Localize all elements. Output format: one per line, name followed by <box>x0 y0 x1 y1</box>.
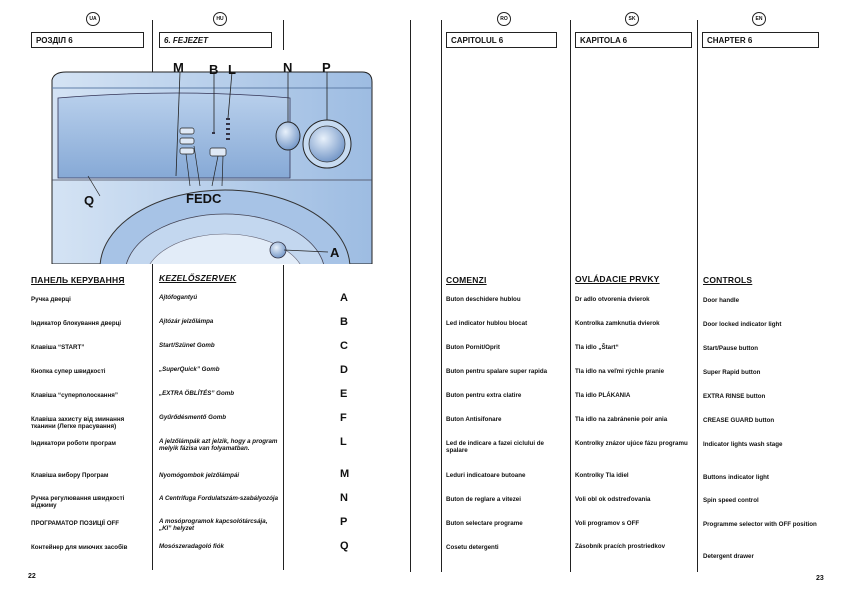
list-item: Buton deschidere hublou <box>446 296 521 303</box>
list-item: Door locked indicator light <box>703 321 782 328</box>
list-item: Buttons indicator light <box>703 474 769 481</box>
callout-b: B <box>209 62 219 77</box>
column-rule <box>697 20 698 572</box>
list-item: Buton Antisifonare <box>446 416 502 423</box>
page-number-left: 22 <box>28 573 36 580</box>
list-item: Ajtózár jelzőlámpa <box>159 318 214 325</box>
list-item: A Centrifuga Fordulatszám-szabályozója <box>159 495 279 502</box>
list-item: Buton Pornit/Oprit <box>446 344 500 351</box>
list-item: Ajtófogantyú <box>159 294 198 301</box>
list-item: Leduri indicatoare butoane <box>446 472 526 479</box>
chapter-header-en: CHAPTER 6 <box>702 32 819 48</box>
column-rule <box>570 20 571 572</box>
list-item: Ручка дверці <box>31 296 71 303</box>
chapter-header-sk: KAPITOLA 6 <box>575 32 692 48</box>
list-item: Клавіша захисту від зминання тканини (Ле… <box>31 416 125 430</box>
chapter-header-ro: CAPITOLUL 6 <box>446 32 557 48</box>
column-rule <box>152 20 153 570</box>
key-letter: A <box>340 292 348 304</box>
list-item: Індикатор блокування дверці <box>31 320 122 327</box>
list-item: Kontrolky znázor ujúce fázu programu <box>575 440 688 447</box>
key-letter: M <box>340 468 350 480</box>
list-item: ПРОГРАМАТОР ПОЗИЦІЇ OFF <box>31 520 120 527</box>
list-item: Start/Pause button <box>703 345 759 352</box>
list-item: Voli obl ok odstreďovania <box>575 496 651 503</box>
callout-n: N <box>283 60 293 75</box>
page-number-right: 23 <box>816 575 824 582</box>
list-item: Led de indicare a fazei ciclului de spal… <box>446 440 544 454</box>
list-item: Mosószeradagoló fiók <box>159 543 224 550</box>
list-item: „EXTRA ÖBLÍTÉS” Gomb <box>159 390 235 397</box>
key-letter: E <box>340 388 348 400</box>
list-item: Gyűrődésmentő Gomb <box>159 414 227 421</box>
language-badge-sk: SK <box>625 12 639 26</box>
list-item: Dr adlo otvorenia dvierok <box>575 296 650 303</box>
chapter-header-hu: 6. FEJEZET <box>159 32 272 48</box>
key-letter: C <box>340 340 348 352</box>
list-item: Cosetu detergenti <box>446 544 499 551</box>
list-item: Zásobník pracích prostriedkov <box>575 543 666 550</box>
list-item: Kontrolka zamknutia dvierok <box>575 320 660 327</box>
language-badge-en: EN <box>752 12 766 26</box>
callout-fedc: FEDC <box>186 191 222 206</box>
key-letter: P <box>340 516 348 528</box>
list-item: Buton pentru spalare super rapida <box>446 368 548 375</box>
list-item: Programme selector with OFF position <box>703 521 817 528</box>
column-rule <box>283 20 284 50</box>
list-item: Клавіша вибору Програм <box>31 472 109 479</box>
list-item: Buton pentru extra clatire <box>446 392 522 399</box>
list-item: Nyomógombok jelzőlámpái <box>159 472 240 479</box>
list-item: „SuperQuick” Gomb <box>159 366 220 373</box>
list-item: Super Rapid button <box>703 369 761 376</box>
key-letter: D <box>340 364 348 376</box>
list-item: A jelzőlámpák azt jelzik, hogy a program… <box>159 438 278 452</box>
language-badge-hu: HU <box>213 12 227 26</box>
language-badge-ro: RO <box>497 12 511 26</box>
list-item: Kontrolky Tla idiel <box>575 472 629 479</box>
list-item: Tla idlo na veľmi rýchle pranie <box>575 368 665 375</box>
list-item: Клавіша “START” <box>31 344 85 351</box>
chapter-header-ua: РОЗДІЛ 6 <box>31 32 144 48</box>
list-item: Клавіша “суперполоскання” <box>31 392 118 399</box>
section-title-en: CONTROLS <box>703 275 753 285</box>
list-item: Buton de reglare a vitezei <box>446 496 521 503</box>
key-letter: F <box>340 412 347 424</box>
list-item: A mosóprogramok kapcsolótárcsája, „KI” h… <box>159 518 268 532</box>
key-letter: L <box>340 436 347 448</box>
key-letter: N <box>340 492 348 504</box>
section-title-ro: COMENZI <box>446 275 487 285</box>
list-item: Led indicator hublou blocat <box>446 320 528 327</box>
section-title-hu: KEZELŐSZERVEK <box>159 273 237 283</box>
key-letter: B <box>340 316 348 328</box>
list-item: Buton selectare programe <box>446 520 523 527</box>
section-title-ua: ПАНЕЛЬ КЕРУВАННЯ <box>31 275 125 285</box>
list-item: Tla idlo „Štart“ <box>575 344 619 351</box>
list-item: Tla idlo na zabránenie poir ania <box>575 416 668 423</box>
list-item: Ручка регулювання швидкості віджиму <box>31 495 125 509</box>
page-divider <box>410 20 411 572</box>
callout-q: Q <box>84 193 95 208</box>
callout-p: P <box>322 60 331 75</box>
language-badge-ua: UA <box>86 12 100 26</box>
list-item: Контейнер для миючих засобів <box>31 544 128 551</box>
callout-l: L <box>228 62 236 77</box>
list-item: Індикатори роботи програм <box>31 440 116 447</box>
list-item: CREASE GUARD button <box>703 417 775 424</box>
list-item: EXTRA RINSE button <box>703 393 766 400</box>
section-title-sk: OVLÁDACIE PRVKY <box>575 274 660 284</box>
list-item: Spin speed control <box>703 497 759 504</box>
column-rule <box>283 265 284 570</box>
list-item: Tla idlo PLÁKANIA <box>575 392 631 399</box>
list-item: Indicator lights wash stage <box>703 441 783 448</box>
control-panel-illustration <box>51 71 373 264</box>
list-item: Voli programov s OFF <box>575 520 640 527</box>
callout-a: A <box>330 245 340 260</box>
list-item: Start/Szünet Gomb <box>159 342 215 349</box>
list-item: Кнопка супер швидкості <box>31 368 106 375</box>
key-letter: Q <box>340 540 349 552</box>
callout-m: M <box>173 60 184 75</box>
list-item: Detergent drawer <box>703 553 754 560</box>
list-item: Door handle <box>703 297 740 304</box>
column-rule <box>441 20 442 572</box>
